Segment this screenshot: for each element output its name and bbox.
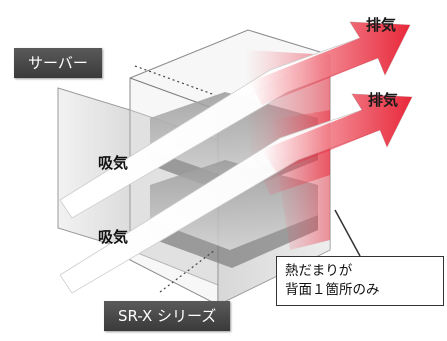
callout-pointer bbox=[334, 209, 361, 257]
airflow-arrow-upper bbox=[59, 21, 411, 219]
heat-callout: 熱だまりが 背面１箇所のみ bbox=[276, 256, 444, 306]
intake-label-upper: 吸気 bbox=[98, 154, 129, 172]
leader-lines bbox=[134, 65, 216, 293]
callout-line-1: 熱だまりが bbox=[285, 263, 353, 279]
server-label: サーバー bbox=[14, 48, 102, 78]
intake-label-lower: 吸気 bbox=[98, 228, 129, 246]
rack-label-text: SR-X シリーズ bbox=[118, 307, 217, 325]
server-label-text: サーバー bbox=[28, 54, 88, 72]
exhaust-label-upper: 排気 bbox=[366, 16, 397, 34]
airflow-arrow-lower bbox=[59, 93, 413, 294]
rack-label: SR-X シリーズ bbox=[104, 301, 231, 331]
callout-line-2: 背面１箇所のみ bbox=[285, 282, 380, 298]
exhaust-label-lower: 排気 bbox=[368, 91, 399, 109]
